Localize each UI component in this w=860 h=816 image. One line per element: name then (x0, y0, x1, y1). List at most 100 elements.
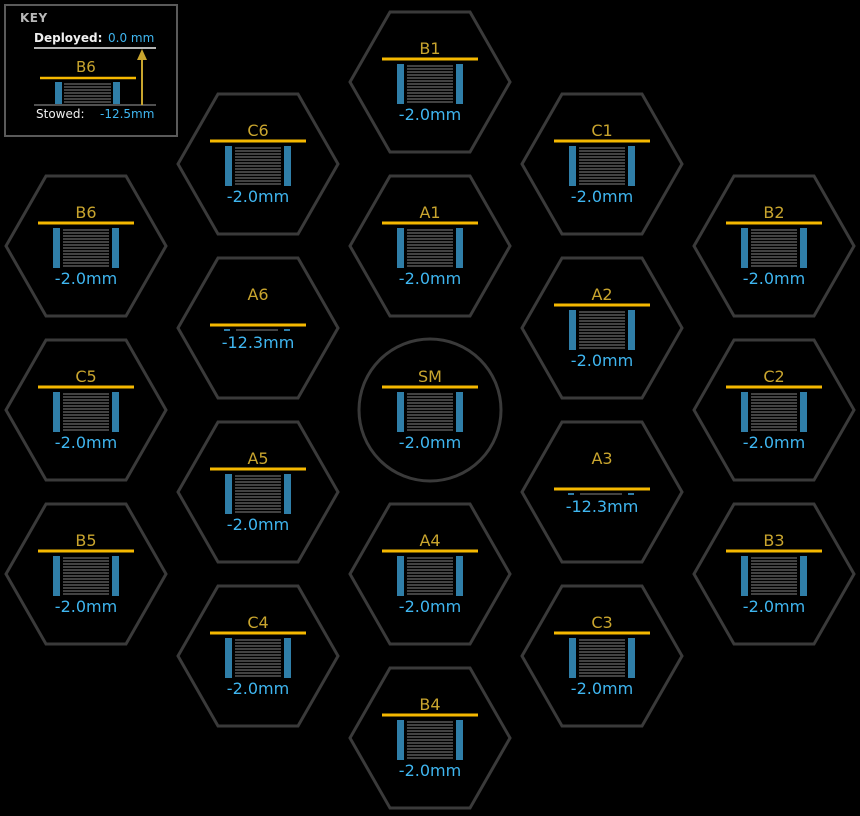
segment-value: -2.0mm (55, 433, 117, 452)
segment-outline (176, 420, 340, 564)
key-example-post-left (55, 82, 62, 104)
post-left (397, 64, 404, 104)
post-right (456, 556, 463, 596)
post-left (53, 392, 60, 432)
segment-label: B6 (75, 203, 96, 222)
segment-outline (176, 256, 340, 400)
segment-outline (520, 256, 684, 400)
post-right (628, 146, 635, 186)
segment-label: B2 (763, 203, 784, 222)
post-left (225, 146, 232, 186)
post-right (800, 556, 807, 596)
segment-a5[interactable]: A5 -2.0mm (176, 420, 340, 564)
key-diagram (34, 47, 156, 106)
segment-label: C5 (75, 367, 96, 386)
segment-value: -2.0mm (399, 433, 461, 452)
post-left (741, 392, 748, 432)
key-example-post-right (113, 82, 120, 104)
key-example-coil (64, 83, 111, 103)
segment-a3[interactable]: A3 -12.3mm (520, 420, 684, 564)
key-arrow-head (137, 49, 147, 60)
segment-value: -2.0mm (399, 105, 461, 124)
segment-outline (692, 502, 856, 646)
coil (751, 393, 797, 431)
segment-b2[interactable]: B2-2.0mm (692, 174, 856, 318)
segment-outline (692, 174, 856, 318)
coil (579, 147, 625, 185)
segment-a4[interactable]: A4 -2.0mm (348, 502, 512, 646)
segment-label: C3 (591, 613, 612, 632)
segment-label: A4 (419, 531, 440, 550)
segment-outline (348, 10, 512, 154)
segment-label: SM (418, 367, 442, 386)
segment-c3[interactable]: C3-2.0mm (520, 584, 684, 728)
segment-value: -2.0mm (571, 187, 633, 206)
segment-outline (348, 666, 512, 810)
segment-b5[interactable]: B5-2.0mm (4, 502, 168, 646)
key-deployed-label: Deployed: (34, 31, 103, 45)
segment-value: -2.0mm (743, 433, 805, 452)
segment-a6[interactable]: A6-12.3mm (176, 256, 340, 400)
segment-value: -2.0mm (571, 351, 633, 370)
post-left (53, 228, 60, 268)
post-right (628, 310, 635, 350)
coil (407, 557, 453, 595)
segment-outline (357, 337, 503, 483)
key-stowed-label: Stowed: (36, 107, 85, 121)
segment-value: -2.0mm (55, 597, 117, 616)
segment-value: -12.3mm (566, 497, 639, 516)
segment-c1[interactable]: C1 -2.0mm (520, 92, 684, 236)
coil (235, 639, 281, 677)
segment-b3[interactable]: B3-2.0mm (692, 502, 856, 646)
segment-outline (4, 502, 168, 646)
segment-label: B1 (419, 39, 440, 58)
post-left (741, 556, 748, 596)
segment-label: A2 (591, 285, 612, 304)
segment-b1[interactable]: B1 -2.0mm (348, 10, 512, 154)
post-right (284, 638, 291, 678)
segment-label: B4 (419, 695, 440, 714)
post-right (456, 228, 463, 268)
segment-c2[interactable]: C2 -2.0mm (692, 338, 856, 482)
segment-value: -2.0mm (743, 597, 805, 616)
segment-label: A5 (247, 449, 268, 468)
post-right (456, 720, 463, 760)
post-left (397, 392, 404, 432)
segment-value: -2.0mm (227, 187, 289, 206)
segment-label: C2 (763, 367, 784, 386)
segment-outline (176, 584, 340, 728)
coil (751, 557, 797, 595)
coil (235, 147, 281, 185)
segment-c4[interactable]: C4-2.0mm (176, 584, 340, 728)
segment-sm[interactable]: SM -2.0mm (357, 337, 503, 483)
key-deployed-value: 0.0 mm (108, 31, 155, 45)
segment-b4[interactable]: B4-2.0mm (348, 666, 512, 810)
post-left (569, 310, 576, 350)
segment-a2[interactable]: A2 -2.0mm (520, 256, 684, 400)
segment-a1[interactable]: A1-2.0mm (348, 174, 512, 318)
segment-value: -2.0mm (227, 679, 289, 698)
segment-label: A3 (591, 449, 612, 468)
segment-outline (692, 338, 856, 482)
post-left (741, 228, 748, 268)
segment-value: -2.0mm (399, 597, 461, 616)
post-right (800, 392, 807, 432)
segment-outline (4, 338, 168, 482)
post-right (456, 392, 463, 432)
post-left (53, 556, 60, 596)
segment-c5[interactable]: C5 -2.0mm (4, 338, 168, 482)
segment-outline (348, 174, 512, 318)
key-title: KEY (20, 11, 48, 25)
segment-c6[interactable]: C6-2.0mm (176, 92, 340, 236)
coil (407, 229, 453, 267)
post-right (112, 556, 119, 596)
coil (407, 721, 453, 759)
segment-outline (176, 92, 340, 236)
segment-value: -2.0mm (227, 515, 289, 534)
post-right (456, 64, 463, 104)
segment-outline (520, 92, 684, 236)
segment-label: C1 (591, 121, 612, 140)
segment-b6[interactable]: B6-2.0mm (4, 174, 168, 318)
segment-label: A1 (419, 203, 440, 222)
post-left (569, 146, 576, 186)
